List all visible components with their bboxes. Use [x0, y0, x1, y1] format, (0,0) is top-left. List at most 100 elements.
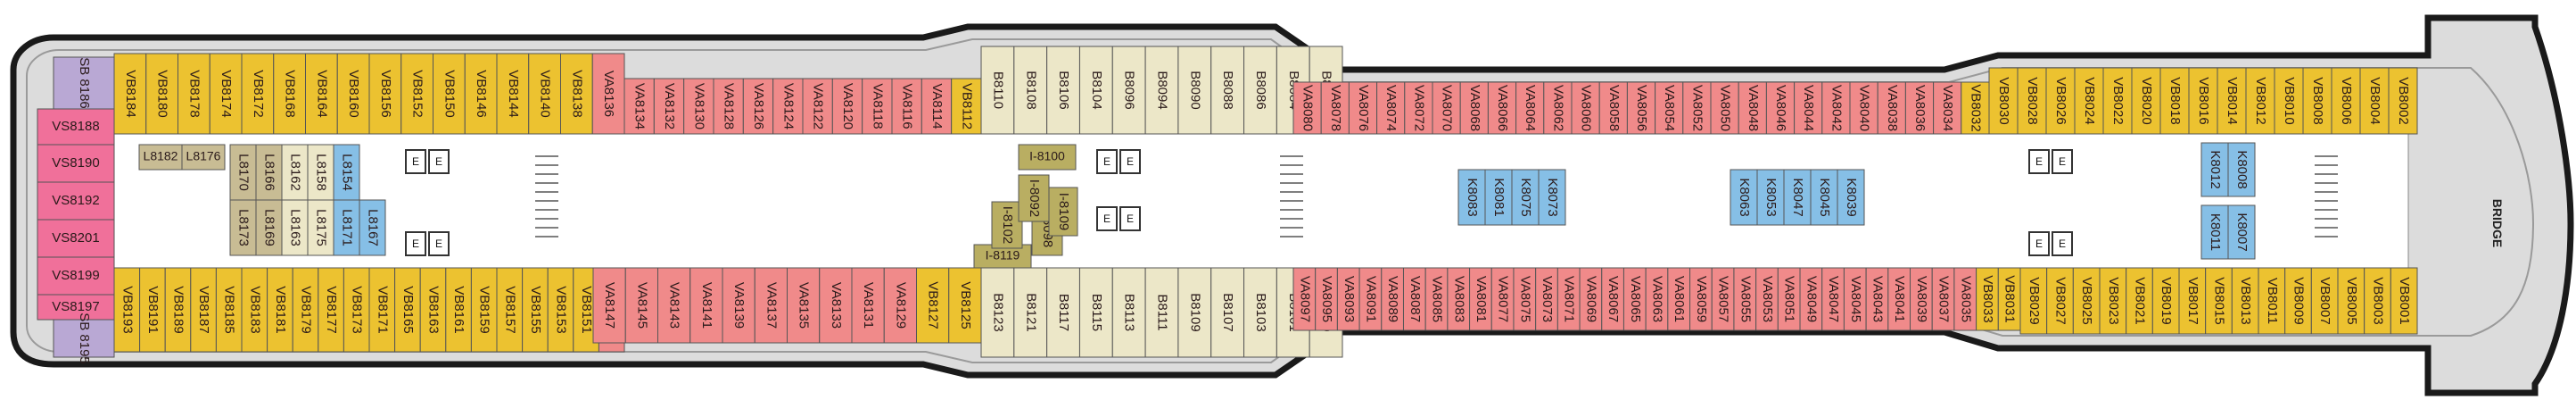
cabin-vb8026[interactable] — [2045, 67, 2076, 135]
cabin-vb8178[interactable] — [178, 53, 211, 135]
cabin-k8012[interactable] — [2200, 142, 2229, 197]
cabin-va8065[interactable] — [1622, 267, 1647, 331]
cabin-vb8183[interactable] — [241, 267, 268, 353]
cabin-vs8201[interactable] — [37, 219, 115, 258]
cabin-va8089[interactable] — [1381, 267, 1404, 331]
cabin-va8051[interactable] — [1777, 267, 1801, 331]
cabin-i-8102[interactable] — [991, 201, 1023, 249]
cabin-va8039[interactable] — [1910, 267, 1933, 331]
cabin-vb8028[interactable] — [2017, 67, 2047, 135]
cabin-vb8002[interactable] — [2388, 67, 2418, 135]
cabin-vb8020[interactable] — [2131, 67, 2161, 135]
cabin-vb8172[interactable] — [241, 53, 275, 135]
cabin-vb8005[interactable] — [2337, 267, 2365, 335]
cabin-vb8009[interactable] — [2284, 267, 2312, 335]
cabin-vs8192[interactable] — [37, 181, 115, 221]
cabin-va8041[interactable] — [1887, 267, 1911, 331]
cabin-va8095[interactable] — [1315, 267, 1338, 331]
cabin-i-8100[interactable] — [1018, 144, 1077, 171]
cabin-sb-8186[interactable] — [53, 56, 115, 110]
cabin-va8085[interactable] — [1424, 267, 1449, 331]
cabin-vb8003[interactable] — [2364, 267, 2391, 335]
cabin-vb8125[interactable] — [948, 267, 982, 344]
cabin-va8128[interactable] — [713, 78, 744, 135]
cabin-vb8181[interactable] — [267, 267, 293, 353]
cabin-b8094[interactable] — [1144, 46, 1179, 135]
cabin-vb8032[interactable] — [1961, 81, 1990, 135]
cabin-va8062[interactable] — [1543, 81, 1573, 135]
cabin-va8118[interactable] — [862, 78, 893, 135]
cabin-vb8127[interactable] — [916, 267, 950, 344]
cabin-vb8177[interactable] — [318, 267, 344, 353]
cabin-b8123[interactable] — [980, 267, 1015, 358]
cabin-va8135[interactable] — [787, 267, 821, 344]
cabin-va8126[interactable] — [742, 78, 774, 135]
cabin-va8116[interactable] — [891, 78, 922, 135]
cabin-va8076[interactable] — [1348, 81, 1378, 135]
cabin-va8131[interactable] — [851, 267, 885, 344]
cabin-vb8016[interactable] — [2188, 67, 2218, 135]
cabin-vb8152[interactable] — [400, 53, 433, 135]
cabin-vb8165[interactable] — [394, 267, 421, 353]
cabin-va8053[interactable] — [1755, 267, 1779, 331]
cabin-va8074[interactable] — [1376, 81, 1406, 135]
cabin-k8039[interactable] — [1837, 169, 1865, 226]
cabin-b8108[interactable] — [1013, 46, 1048, 135]
cabin-va8064[interactable] — [1515, 81, 1545, 135]
cabin-va8072[interactable] — [1404, 81, 1433, 135]
cabin-vb8150[interactable] — [433, 53, 466, 135]
cabin-sb-8195[interactable] — [53, 319, 115, 358]
cabin-k8075[interactable] — [1511, 169, 1540, 226]
cabin-l8169[interactable] — [255, 199, 283, 256]
cabin-va8066[interactable] — [1487, 81, 1517, 135]
cabin-va8043[interactable] — [1865, 267, 1889, 331]
cabin-vb8013[interactable] — [2231, 267, 2259, 335]
cabin-k8008[interactable] — [2227, 142, 2256, 197]
cabin-va8056[interactable] — [1626, 81, 1656, 135]
cabin-va8068[interactable] — [1459, 81, 1489, 135]
cabin-vb8160[interactable] — [336, 53, 370, 135]
cabin-va8037[interactable] — [1931, 267, 1955, 331]
cabin-vb8164[interactable] — [305, 53, 338, 135]
cabin-vb8156[interactable] — [368, 53, 402, 135]
cabin-vs8199[interactable] — [37, 256, 115, 296]
cabin-vb8171[interactable] — [368, 267, 396, 353]
cabin-vb8011[interactable] — [2258, 267, 2286, 335]
cabin-vb8173[interactable] — [343, 267, 370, 353]
cabin-va8071[interactable] — [1556, 267, 1581, 331]
cabin-b8117[interactable] — [1046, 267, 1080, 358]
cabin-vb8027[interactable] — [2046, 267, 2074, 335]
cabin-va8083[interactable] — [1447, 267, 1471, 331]
cabin-l8154[interactable] — [333, 144, 360, 201]
cabin-va8047[interactable] — [1821, 267, 1845, 331]
cabin-vb8012[interactable] — [2245, 67, 2275, 135]
cabin-vb8179[interactable] — [292, 267, 319, 353]
cabin-va8078[interactable] — [1320, 81, 1350, 135]
cabin-va8141[interactable] — [689, 267, 723, 344]
cabin-va8139[interactable] — [722, 267, 755, 344]
cabin-va8073[interactable] — [1535, 267, 1558, 331]
cabin-va8059[interactable] — [1689, 267, 1713, 331]
cabin-vb8168[interactable] — [273, 53, 306, 135]
cabin-va8080[interactable] — [1292, 81, 1322, 135]
cabin-vb8006[interactable] — [2331, 67, 2361, 135]
cabin-vb8185[interactable] — [215, 267, 243, 353]
cabin-va8070[interactable] — [1432, 81, 1461, 135]
cabin-l8167[interactable] — [359, 199, 386, 256]
cabin-va8081[interactable] — [1469, 267, 1492, 331]
cabin-va8042[interactable] — [1821, 81, 1851, 135]
cabin-k8083[interactable] — [1457, 169, 1486, 226]
cabin-va8097[interactable] — [1292, 267, 1317, 331]
cabin-va8038[interactable] — [1877, 81, 1906, 135]
cabin-va8035[interactable] — [1953, 267, 1977, 331]
cabin-vb8001[interactable] — [2390, 267, 2418, 335]
cabin-va8058[interactable] — [1598, 81, 1628, 135]
cabin-va8046[interactable] — [1765, 81, 1796, 135]
cabin-vb8144[interactable] — [496, 53, 530, 135]
cabin-vb8140[interactable] — [528, 53, 561, 135]
cabin-va8063[interactable] — [1645, 267, 1669, 331]
cabin-vb8023[interactable] — [2099, 267, 2127, 335]
cabin-vb8022[interactable] — [2102, 67, 2133, 135]
cabin-k8007[interactable] — [2227, 204, 2256, 260]
cabin-va8034[interactable] — [1933, 81, 1962, 135]
